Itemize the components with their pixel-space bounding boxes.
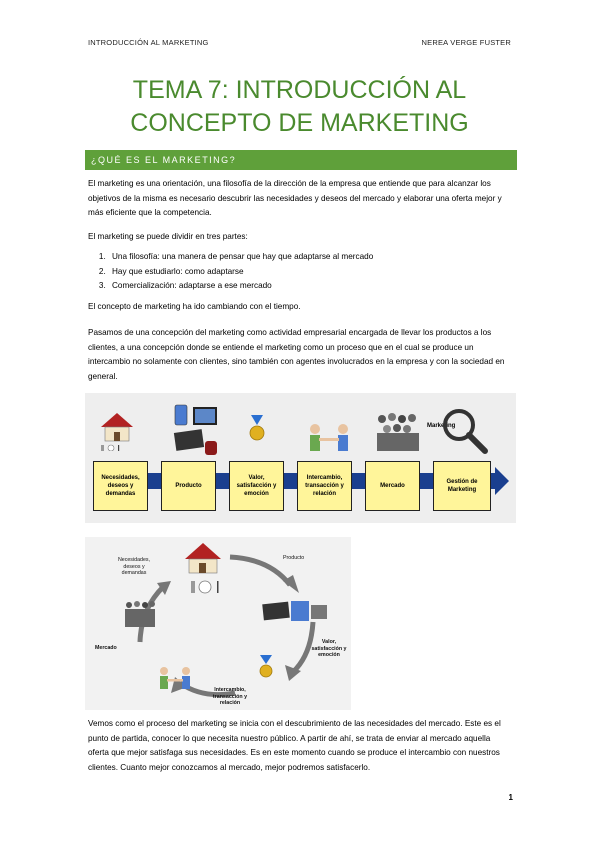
paragraph-definition: El marketing es una orientación, una fil… xyxy=(88,179,502,218)
handshake-icon xyxy=(310,424,348,451)
paragraph-concept-change: El concepto de marketing ha ido cambiand… xyxy=(88,302,301,311)
paragraph-parts-intro: El marketing se puede dividir en tres pa… xyxy=(88,232,248,241)
crowd-icon xyxy=(125,601,155,627)
medal-icon xyxy=(259,655,273,678)
list-item: Comercialización: adaptarse a ese mercad… xyxy=(108,279,373,294)
title-line-2: CONCEPTO DE MARKETING xyxy=(130,109,469,137)
list-item: Hay que estudiarlo: como adaptarse xyxy=(108,265,373,280)
label-market: Mercado xyxy=(95,645,117,651)
list-item: Una filosofía: una manera de pensar que … xyxy=(108,250,373,265)
paragraph-process-summary: Vemos como el proceso del marketing se i… xyxy=(88,719,501,772)
magnifier-icon xyxy=(443,409,488,454)
step-market: Mercado xyxy=(365,461,420,511)
process-arrowhead xyxy=(495,467,509,495)
page-title: TEMA 7: INTRODUCCIÓN AL CONCEPTO DE MARK… xyxy=(0,74,599,140)
handshake-icon xyxy=(160,667,190,689)
step-management: Gestión de Marketing xyxy=(433,461,491,511)
title-line-1: TEMA 7: INTRODUCCIÓN AL xyxy=(132,76,467,104)
step-needs: Necesidades, deseos y demandas xyxy=(93,461,148,511)
crowd-icon xyxy=(377,413,419,451)
label-needs: Necesidades, deseos y demandas xyxy=(117,557,151,577)
devices-icon xyxy=(262,601,327,621)
parts-list: Una filosofía: una manera de pensar que … xyxy=(90,250,373,294)
paragraph-evolution: Pasamos de una concepción del marketing … xyxy=(88,328,505,381)
devices-icon xyxy=(173,404,217,455)
house-icon xyxy=(185,543,221,594)
label-product: Producto xyxy=(283,555,305,561)
marketing-cycle-diagram: Necesidades, deseos y demandas Producto … xyxy=(85,537,351,710)
step-exchange: Intercambio, transacción y relación xyxy=(297,461,352,511)
label-value: Valor, satisfacción y emoción xyxy=(311,639,347,659)
marketing-process-diagram: Marketing Necesidades, deseos y demandas… xyxy=(85,393,516,523)
running-header-right: NEREA VERGE FUSTER xyxy=(421,38,511,47)
step-product: Producto xyxy=(161,461,216,511)
section-heading: ¿QUÉ ES EL MARKETING? xyxy=(85,150,517,170)
step-value: Valor, satisfacción y emoción xyxy=(229,461,284,511)
page-number: 1 xyxy=(508,793,513,802)
magnifier-label: Marketing xyxy=(427,423,456,429)
label-exchange: Intercambio, transacción y relación xyxy=(212,687,248,707)
medal-icon xyxy=(249,415,265,441)
house-icon xyxy=(101,413,133,451)
running-header-left: INTRODUCCIÓN AL MARKETING xyxy=(88,38,209,47)
